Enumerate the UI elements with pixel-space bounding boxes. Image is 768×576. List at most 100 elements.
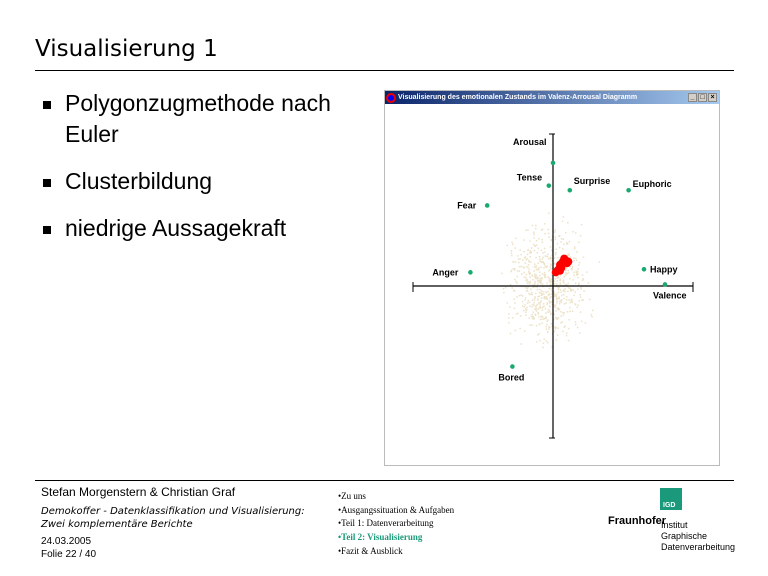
nav-item-active[interactable]: •Teil 2: Visualisierung [338, 532, 423, 543]
close-button[interactable]: × [708, 93, 717, 102]
noise-point [533, 275, 536, 278]
noise-point [540, 280, 543, 282]
title-rule [35, 70, 734, 71]
noise-point [557, 259, 560, 262]
noise-point [515, 261, 517, 263]
noise-point [574, 291, 576, 293]
bullet-text: niedrige Aussagekraft [65, 215, 287, 241]
noise-point [537, 299, 539, 301]
noise-point [546, 298, 549, 300]
noise-point [563, 243, 565, 246]
noise-point [565, 296, 568, 298]
noise-point [534, 227, 537, 230]
bullet-list: Polygonzugmethode nach Euler Clusterbild… [40, 88, 380, 260]
noise-point [557, 317, 560, 319]
noise-point [532, 311, 535, 313]
noise-point [549, 283, 552, 286]
noise-point [573, 274, 575, 277]
noise-point [514, 269, 516, 271]
window-titlebar[interactable]: Visualisierung des emotionalen Zustands … [385, 91, 719, 104]
noise-point [506, 244, 508, 247]
noise-point [538, 255, 541, 258]
noise-point [558, 308, 561, 311]
maximize-button[interactable]: □ [698, 93, 707, 102]
noise-point [583, 290, 585, 292]
noise-point [527, 266, 529, 269]
cluster-point [556, 266, 564, 275]
noise-point [569, 287, 572, 290]
noise-point [558, 302, 561, 305]
noise-point [576, 326, 579, 329]
nav-item[interactable]: •Teil 1: Datenverarbeitung [338, 518, 434, 529]
noise-point [546, 303, 548, 306]
noise-point [571, 265, 574, 268]
noise-point [535, 224, 537, 227]
noise-point [519, 327, 521, 330]
noise-point [546, 265, 548, 268]
noise-point [576, 272, 578, 275]
noise-point [528, 260, 530, 263]
noise-point [537, 334, 539, 336]
noise-point [529, 281, 532, 284]
noise-point [553, 293, 556, 295]
noise-point [511, 316, 514, 319]
noise-point [535, 292, 537, 295]
noise-point [547, 257, 550, 260]
noise-point [560, 241, 562, 243]
noise-point [554, 257, 556, 259]
noise-point [547, 290, 550, 293]
noise-point [568, 299, 570, 301]
noise-point [526, 302, 529, 304]
noise-point [517, 312, 519, 315]
noise-point [512, 289, 515, 292]
noise-point [523, 306, 525, 308]
noise-point [543, 274, 545, 276]
nav-item[interactable]: •Zu uns [338, 491, 366, 501]
noise-point [521, 305, 524, 307]
minimize-button[interactable]: _ [688, 93, 697, 102]
noise-point [528, 292, 530, 295]
noise-point [525, 287, 527, 289]
noise-point [572, 289, 575, 292]
noise-point [560, 301, 563, 303]
nav-item[interactable]: •Fazit & Ausblick [338, 545, 403, 556]
noise-point [537, 268, 539, 270]
noise-point [540, 229, 543, 231]
noise-point [547, 311, 549, 313]
noise-point [547, 228, 549, 231]
noise-point [554, 295, 556, 298]
noise-point [561, 299, 563, 301]
noise-point [538, 316, 540, 318]
noise-point [568, 253, 570, 256]
noise-point [507, 317, 510, 319]
noise-point [533, 297, 536, 299]
noise-point [541, 241, 544, 243]
noise-point [565, 266, 567, 268]
noise-point [517, 258, 520, 260]
noise-point [525, 259, 528, 261]
noise-point [568, 240, 571, 243]
noise-point [541, 316, 544, 318]
noise-point [527, 229, 529, 231]
noise-point [506, 302, 509, 304]
noise-point [573, 294, 575, 297]
noise-point [533, 249, 536, 252]
noise-point [521, 300, 524, 303]
noise-point [510, 254, 513, 257]
nav-item[interactable]: •Ausgangssituation & Aufgaben [338, 504, 455, 515]
noise-point [570, 268, 573, 270]
noise-point [579, 294, 581, 296]
noise-point [520, 294, 522, 296]
noise-point [537, 262, 540, 264]
noise-point [564, 288, 566, 290]
emotion-label-bored: Bored [498, 373, 524, 383]
noise-point [513, 268, 516, 270]
noise-point [539, 280, 541, 282]
noise-point [539, 301, 542, 303]
noise-point [579, 296, 582, 299]
noise-point [515, 237, 517, 240]
noise-point [567, 269, 570, 272]
noise-point [571, 300, 573, 302]
noise-point [539, 260, 541, 262]
noise-point [580, 320, 583, 323]
